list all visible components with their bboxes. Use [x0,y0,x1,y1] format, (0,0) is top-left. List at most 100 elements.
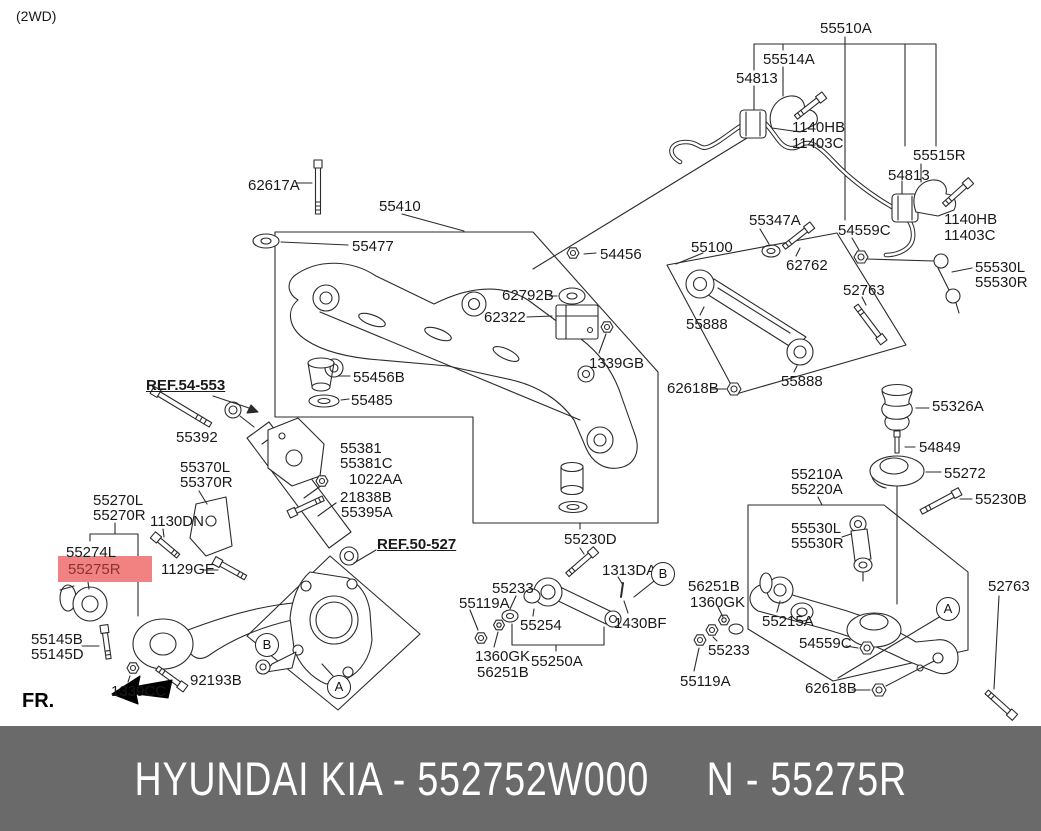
part-label-55381[interactable]: 55381 [340,440,382,457]
nuts [127,248,886,696]
part-label-1140HB[interactable]: 1140HB [792,119,846,136]
footer-banner: HYUNDAI KIA - 552752W000 N - 55275R [0,726,1041,831]
part-label-55233[interactable]: 55233 [492,580,534,597]
part-label-55530L[interactable]: 55530L [975,259,1026,276]
part-label-11403C[interactable]: 11403C [792,135,844,152]
part-label-55395A[interactable]: 55395A [341,504,393,521]
leader-lines [82,183,999,690]
part-label-54849[interactable]: 54849 [919,439,961,456]
part-label-55274L[interactable]: 55274L [66,544,117,561]
lower-link-55530 [850,516,872,581]
selected-part-highlight [58,556,152,582]
part-label-54456[interactable]: 54456 [600,246,642,263]
part-label-55392[interactable]: 55392 [176,429,218,446]
part-label-55230D[interactable]: 55230D [564,531,617,548]
callout-bracket-55510A [754,37,936,220]
part-label-55514A[interactable]: 55514A [763,51,815,68]
knuckle-box [247,556,420,710]
part-label-55230B[interactable]: 55230B [975,491,1027,508]
part-label-55515R[interactable]: 55515R [913,147,966,164]
part-label-55220A[interactable]: 55220A [791,481,843,498]
bump-stop-55326A [882,385,912,431]
part-label-55233[interactable]: 55233 [708,642,750,659]
part-label-55485[interactable]: 55485 [351,392,393,409]
bolts [100,92,1018,720]
front-direction-arrow [112,676,172,704]
lower-arm [750,573,958,674]
part-label-55326A[interactable]: 55326A [932,398,984,415]
part-label-11403C[interactable]: 11403C [944,227,996,244]
part-label-1129GE[interactable]: 1129GE [161,561,215,578]
part-label-55510A[interactable]: 55510A [820,20,872,37]
part-label-1140HB[interactable]: 1140HB [944,211,998,228]
part-label-55477[interactable]: 55477 [352,238,394,255]
part-label-55119A[interactable]: 55119A [680,673,731,690]
callout-B-link: B [651,562,675,586]
subframe-crossmember [289,263,637,468]
part-label-55275R-selected[interactable]: 55275R [68,561,121,578]
part-label-55888[interactable]: 55888 [686,316,728,333]
part-label-55530L[interactable]: 55530L [791,520,842,537]
subframe-box [275,232,658,523]
part-label-55270R[interactable]: 55270R [93,507,146,524]
part-label-54813[interactable]: 54813 [888,167,930,184]
part-label-55254[interactable]: 55254 [520,617,562,634]
part-label-54559C[interactable]: 54559C [799,635,852,652]
part-label-55888[interactable]: 55888 [781,373,823,390]
lower-arm-box [748,505,968,681]
callout-B-knuckle: B [255,633,279,657]
part-label-62322[interactable]: 62322 [484,309,526,326]
part-label-55347A[interactable]: 55347A [749,212,801,229]
part-label-54813[interactable]: 54813 [736,70,778,87]
part-label-55370L[interactable]: 55370L [180,459,231,476]
assist-link [502,578,623,651]
upper-arm-box [667,233,906,394]
drive-type-label: (2WD) [16,8,57,24]
part-label-62618B[interactable]: 62618B [667,380,719,397]
part-label-1313DA[interactable]: 1313DA [602,562,657,579]
stabilizer-link [866,254,960,313]
part-label-55456B[interactable]: 55456B [353,369,405,386]
part-label-55100[interactable]: 55100 [691,239,733,256]
part-label-1430BF[interactable]: 1430BF [614,615,667,632]
ref-label-50-527[interactable]: REF.50-527 [377,536,457,553]
stabilizer-bushing-clamps [740,96,956,222]
footer-part-code: N - 55275R [706,752,907,805]
part-label-1339CC[interactable]: 1339CC [111,683,167,700]
part-label-55272[interactable]: 55272 [944,465,986,482]
trailing-arm-bushing-55275 [60,585,107,621]
part-label-62618B[interactable]: 62618B [805,680,857,697]
part-label-55210A[interactable]: 55210A [791,466,843,483]
part-label-55270L[interactable]: 55270L [93,492,144,509]
part-label-92193B[interactable]: 92193B [190,672,242,689]
part-label-1130DN[interactable]: 1130DN [150,513,204,530]
part-label-56251B[interactable]: 56251B [688,578,740,595]
part-label-55145D[interactable]: 55145D [31,646,84,663]
part-label-52763[interactable]: 52763 [988,578,1030,595]
part-label-1360GK[interactable]: 1360GK [690,594,746,611]
part-label-1339GB[interactable]: 1339GB [589,355,645,372]
part-label-56251B[interactable]: 56251B [477,664,529,681]
part-label-62617A[interactable]: 62617A [248,177,300,194]
part-label-62762[interactable]: 62762 [786,257,828,274]
knuckle [256,572,372,684]
spring-seat-55272 [870,456,924,488]
part-label-1360GK[interactable]: 1360GK [475,648,531,665]
part-label-55381C[interactable]: 55381C [340,455,393,472]
part-label-1022AA[interactable]: 1022AA [349,471,403,488]
ref-label-54-553[interactable]: REF.54-553 [146,377,226,394]
part-label-55119A[interactable]: 55119A [459,595,510,612]
part-label-55145B[interactable]: 55145B [31,631,83,648]
part-label-62792B[interactable]: 62792B [502,287,554,304]
part-label-54559C[interactable]: 54559C [838,222,891,239]
part-label-52763[interactable]: 52763 [843,282,885,299]
part-label-55410[interactable]: 55410 [379,198,421,215]
part-label-21838B[interactable]: 21838B [340,489,392,506]
part-label-55215A[interactable]: 55215A [762,613,814,630]
part-label-55250A[interactable]: 55250A [531,653,583,670]
part-label-55530R[interactable]: 55530R [791,535,844,552]
part-label-55530R[interactable]: 55530R [975,274,1028,291]
part-label-55370R[interactable]: 55370R [180,474,233,491]
callout-A-knuckle: A [327,675,351,699]
